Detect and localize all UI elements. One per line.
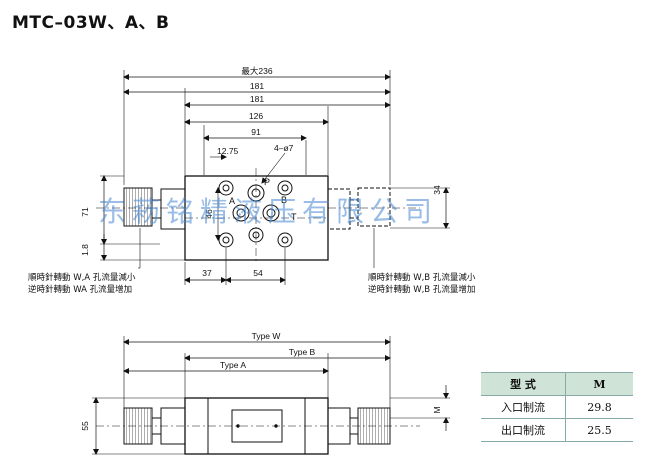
note-right-line-2: 逆時針轉動 W,B 孔流量增加: [368, 285, 476, 295]
dim-54: 54: [253, 268, 263, 278]
table-row: 入口制流 29.8: [481, 395, 633, 419]
dim-34: 34: [432, 185, 442, 195]
table-header-cell: 型 式: [481, 372, 566, 396]
dim-46: 46: [204, 209, 214, 219]
note-left-line-1: 順時針轉動 W,A 孔流量減小: [28, 273, 136, 283]
dim-37: 37: [202, 268, 212, 278]
drawing-title: MTC–03W、A、B: [12, 13, 170, 33]
dim-181-b: 181: [250, 94, 264, 104]
dim-m: M: [432, 406, 442, 413]
port-label-b: B: [281, 195, 287, 205]
port-label-a: A: [229, 196, 235, 206]
spec-table: 型 式 M 入口制流 29.8 出口制流 25.5: [481, 372, 633, 442]
dim-126: 126: [249, 111, 263, 121]
label-type-b: Type B: [289, 347, 316, 357]
dim-12-75: 12.75: [217, 146, 239, 156]
dim-91: 91: [251, 127, 261, 137]
note-left-line-2: 逆時針轉動 WA 孔流量增加: [28, 285, 133, 295]
dim-55: 55: [80, 421, 90, 431]
dim-71: 71: [80, 207, 90, 217]
side-view: [92, 336, 450, 455]
top-view: [96, 70, 450, 285]
dim-1-8: 1.8: [80, 244, 90, 256]
port-label-p: P: [264, 177, 270, 187]
table-cell: 29.8: [565, 395, 633, 419]
dim-max-width: 最大236: [241, 66, 272, 76]
port-label-t: T: [291, 212, 297, 222]
note-left: 順時針轉動 W,A 孔流量減小 逆時針轉動 WA 孔流量增加: [28, 272, 135, 296]
table-row: 出口制流 25.5: [481, 418, 633, 442]
table-header-cell: M: [565, 372, 633, 396]
dim-holes: 4–ø7: [274, 143, 294, 153]
note-right: 順時針轉動 W,B 孔流量減小 逆時針轉動 W,B 孔流量增加: [368, 272, 475, 296]
dim-181-top: 181: [250, 81, 264, 91]
note-right-line-1: 順時針轉動 W,B 孔流量減小: [368, 273, 476, 283]
label-type-a: Type A: [220, 360, 246, 370]
table-cell: 入口制流: [481, 395, 566, 419]
table-cell: 25.5: [565, 418, 633, 442]
table-cell: 出口制流: [481, 418, 566, 442]
label-type-w: Type W: [252, 331, 281, 341]
table-header-row: 型 式 M: [481, 372, 633, 396]
